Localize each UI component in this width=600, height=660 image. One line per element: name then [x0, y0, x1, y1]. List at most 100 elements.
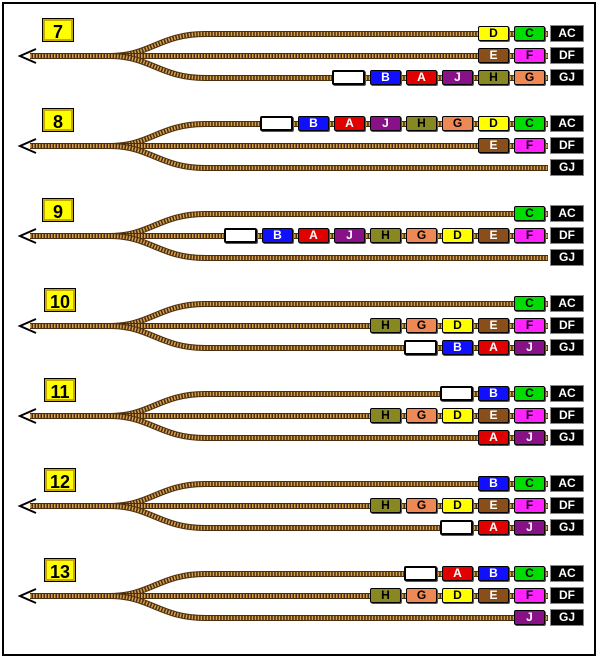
track-label: GJ — [550, 519, 584, 536]
arrow-left-icon — [17, 228, 37, 244]
railcar: B — [478, 566, 509, 581]
railcar: G — [406, 318, 437, 333]
railcar: G — [406, 228, 437, 243]
railcar: H — [370, 408, 401, 423]
railcar: A — [478, 430, 509, 445]
locomotive — [404, 340, 437, 355]
arrow-left-icon — [17, 138, 37, 154]
arrow-left-icon — [17, 408, 37, 424]
track-label: AC — [550, 205, 584, 222]
step-number: 9 — [42, 198, 74, 222]
railcar: E — [478, 48, 509, 63]
rail-outer — [30, 143, 548, 171]
railcar: E — [478, 498, 509, 513]
railcar: C — [514, 26, 545, 41]
arrow-left-icon — [17, 48, 37, 64]
railcar: G — [514, 70, 545, 85]
track-label: AC — [550, 295, 584, 312]
railcar: D — [442, 498, 473, 513]
arrow-left-icon — [17, 588, 37, 604]
track-label: DF — [550, 587, 584, 604]
railcar: B — [478, 386, 509, 401]
railcar: J — [514, 430, 545, 445]
railcar: E — [478, 138, 509, 153]
railcar: G — [442, 116, 473, 131]
railcar: J — [370, 116, 401, 131]
track-label: GJ — [550, 69, 584, 86]
railcar: A — [442, 566, 473, 581]
step-number: 12 — [44, 468, 76, 492]
railcar: J — [334, 228, 365, 243]
railcar: C — [514, 296, 545, 311]
railcar: H — [370, 228, 401, 243]
railcar: F — [514, 498, 545, 513]
railcar: E — [478, 228, 509, 243]
railcar: J — [514, 610, 545, 625]
railcar: B — [298, 116, 329, 131]
arrow-left-icon — [17, 498, 37, 514]
railcar: H — [370, 318, 401, 333]
railcar: B — [478, 476, 509, 491]
railcar: F — [514, 588, 545, 603]
rail-ties — [30, 144, 548, 170]
track-label: GJ — [550, 249, 584, 266]
track-label: DF — [550, 47, 584, 64]
railcar: D — [442, 588, 473, 603]
track-label: DF — [550, 227, 584, 244]
railcar: C — [514, 566, 545, 581]
railcar: C — [514, 116, 545, 131]
track-label: AC — [550, 115, 584, 132]
rail-ties — [30, 32, 548, 58]
arrow-left-icon — [17, 318, 37, 334]
railcar: H — [370, 588, 401, 603]
railcar: H — [406, 116, 437, 131]
railcar: G — [406, 498, 437, 513]
railcar: G — [406, 408, 437, 423]
track-label: GJ — [550, 339, 584, 356]
railcar: B — [262, 228, 293, 243]
rail-ties — [30, 234, 548, 260]
track-label: GJ — [550, 429, 584, 446]
railcar: F — [514, 408, 545, 423]
step-number: 13 — [44, 558, 76, 582]
locomotive — [332, 70, 365, 85]
railcar: E — [478, 318, 509, 333]
track-label: DF — [550, 137, 584, 154]
track-label: DF — [550, 407, 584, 424]
rail-ties — [30, 504, 548, 530]
railcar: A — [406, 70, 437, 85]
railcar: D — [478, 116, 509, 131]
railcar: A — [478, 340, 509, 355]
track-label: GJ — [550, 159, 584, 176]
locomotive — [440, 386, 473, 401]
rail-ties — [30, 414, 548, 440]
rail-ties — [30, 594, 548, 620]
rail-ties — [30, 324, 548, 350]
step-number: 11 — [44, 378, 76, 402]
railcar: F — [514, 138, 545, 153]
railcar: B — [370, 70, 401, 85]
railcar: F — [514, 228, 545, 243]
track-label: DF — [550, 497, 584, 514]
rail-outer — [30, 31, 548, 59]
railcar: D — [442, 408, 473, 423]
railcar: A — [334, 116, 365, 131]
railcar: A — [478, 520, 509, 535]
railcar: G — [406, 588, 437, 603]
railcar: D — [478, 26, 509, 41]
railcar: C — [514, 476, 545, 491]
step-number: 10 — [44, 288, 76, 312]
locomotive — [224, 228, 257, 243]
railcar: H — [478, 70, 509, 85]
railcar: H — [370, 498, 401, 513]
track-label: DF — [550, 317, 584, 334]
railcar: D — [442, 318, 473, 333]
step-number: 8 — [42, 108, 74, 132]
railcar: B — [442, 340, 473, 355]
railcar: J — [514, 340, 545, 355]
step-number: 7 — [42, 18, 74, 42]
railcar: J — [442, 70, 473, 85]
railcar: F — [514, 318, 545, 333]
